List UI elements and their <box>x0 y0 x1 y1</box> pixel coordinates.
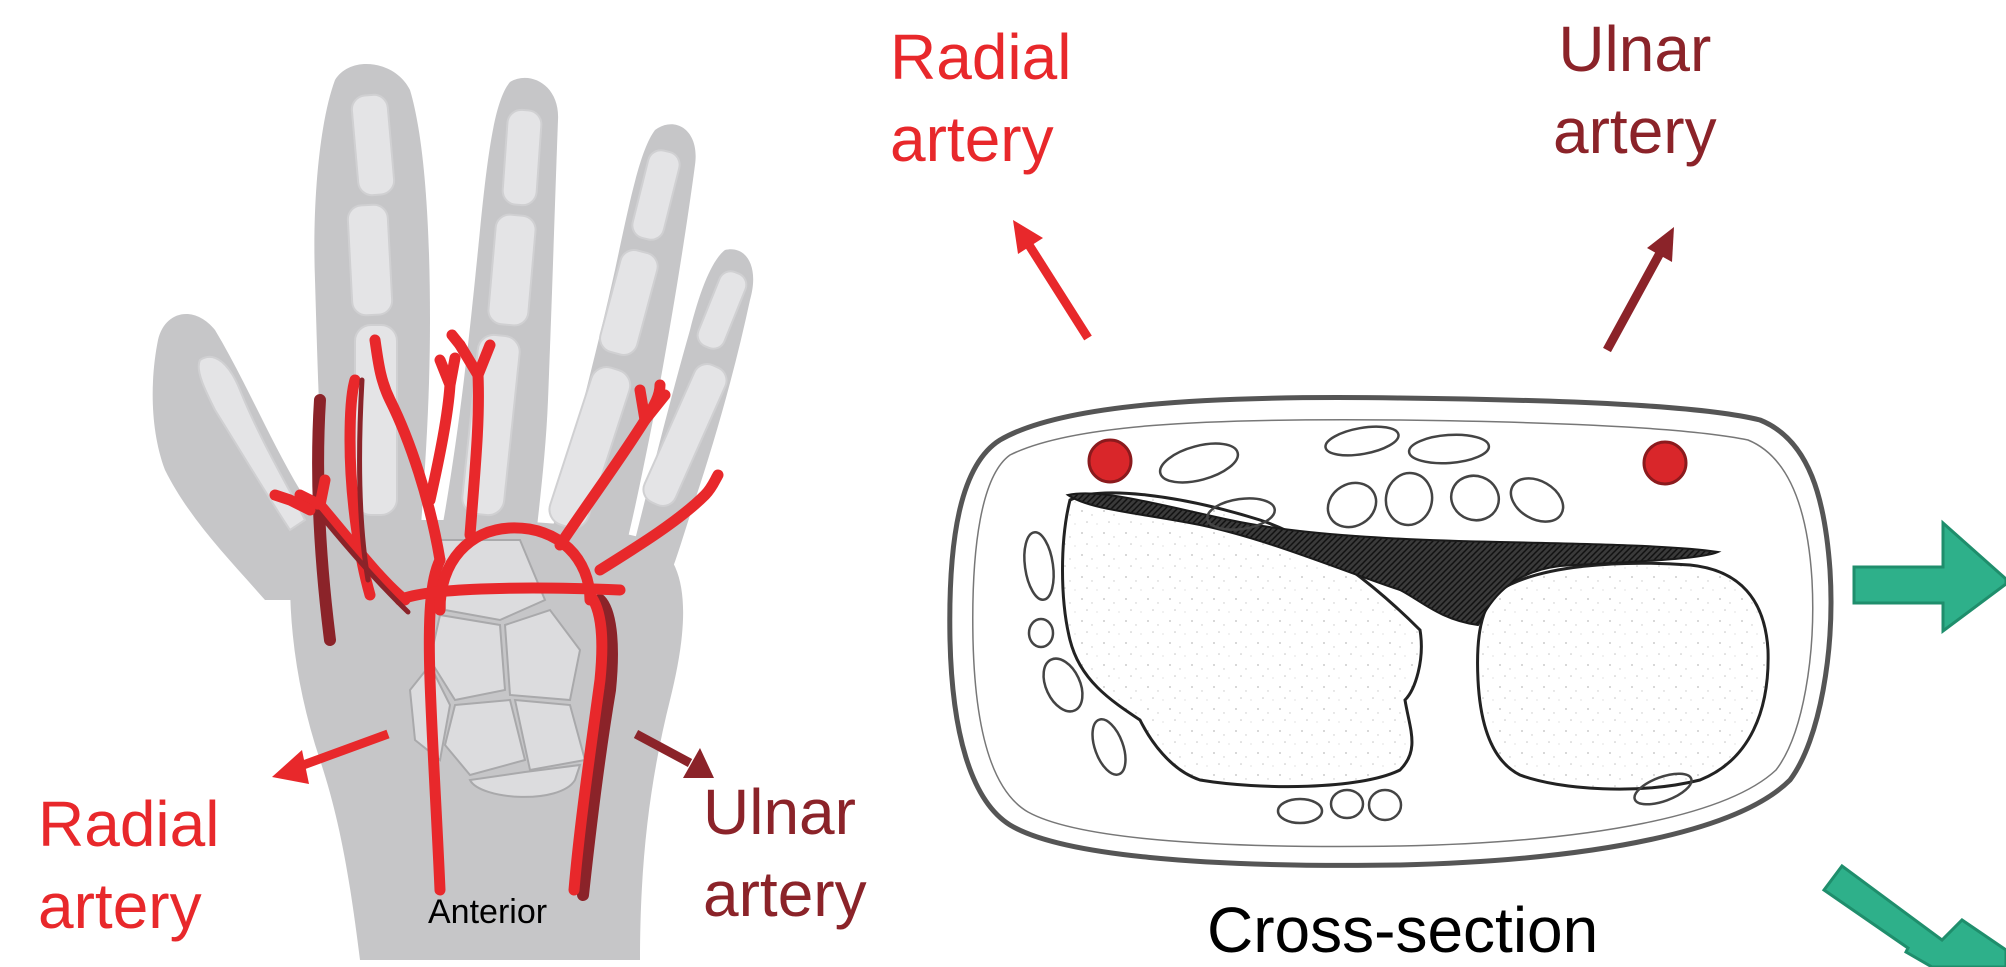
cross-section-caption: Cross-section <box>1207 893 1598 967</box>
hand-illustration <box>153 64 754 960</box>
ulnar-arrow-section <box>1607 227 1674 350</box>
hand-radial-label-line2: artery <box>38 865 219 947</box>
section-radial-label-line1: Radial <box>890 16 1071 98</box>
hand-radial-label-line1: Radial <box>38 783 219 865</box>
wrist-cross-section <box>950 220 1831 865</box>
hand-ulnar-label-line2: artery <box>703 853 867 935</box>
radial-artery-dot <box>1089 440 1131 482</box>
section-ulnar-label: Ulnar artery <box>1553 8 1717 172</box>
green-arrow-right <box>1854 523 2006 631</box>
hand-radial-label: Radial artery <box>38 783 219 947</box>
hand-ulnar-label-line1: Ulnar <box>703 771 867 853</box>
section-radial-label-line2: artery <box>890 98 1071 180</box>
anterior-label: Anterior <box>428 893 547 932</box>
ulnar-artery-dot <box>1644 442 1686 484</box>
ulna-bone <box>1478 563 1769 789</box>
section-radial-label: Radial artery <box>890 16 1071 180</box>
section-ulnar-label-line1: Ulnar <box>1553 8 1717 90</box>
radial-arrow-section <box>1013 220 1088 338</box>
section-ulnar-label-line2: artery <box>1553 90 1717 172</box>
green-arrow-down-right <box>1824 866 2006 967</box>
hand-ulnar-label: Ulnar artery <box>703 771 867 935</box>
